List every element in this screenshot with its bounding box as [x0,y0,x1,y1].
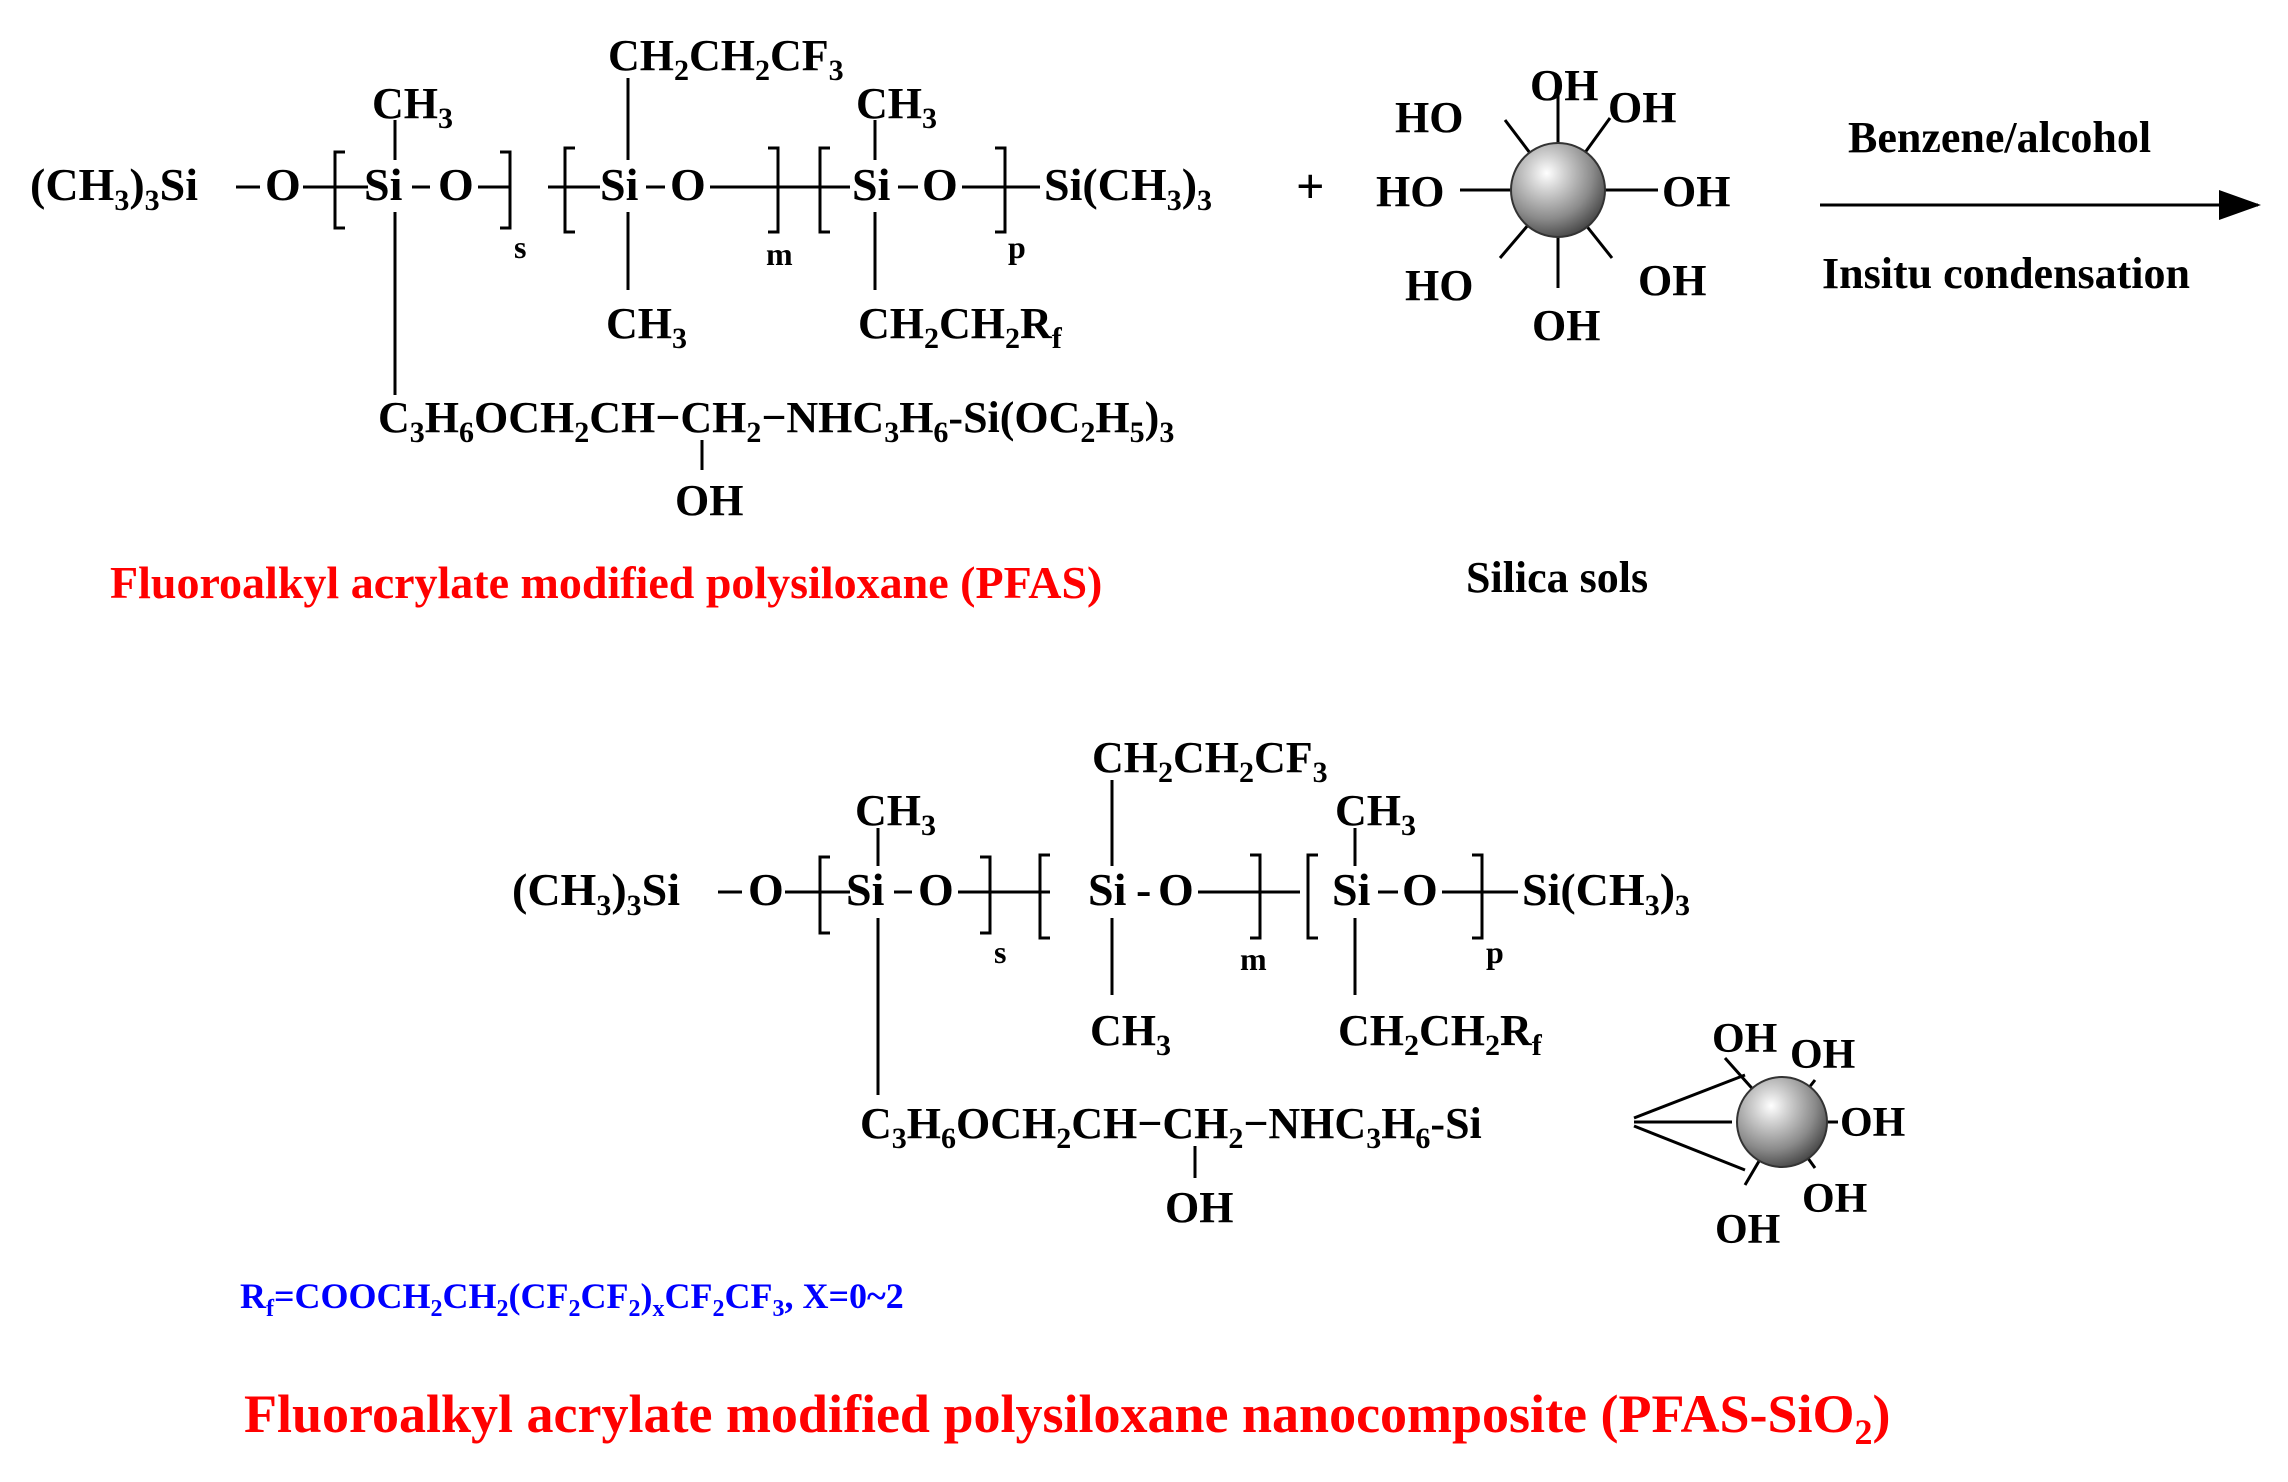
svg-text:m: m [1240,941,1267,977]
product-silica-sphere-icon [1736,1076,1828,1168]
ch3-bottom-2: CH3 [606,299,687,355]
ch3-top-3: CH3 [856,79,937,135]
svg-text:Si: Si [852,159,891,210]
product-right-end: Si(CH3)3 [1522,864,1690,922]
product-caption: Fluoroalkyl acrylate modified polysiloxa… [244,1384,1891,1452]
silica-ho-bottom-left: HO [1405,261,1473,310]
silica-oh-top-right: OH [1608,83,1676,132]
svg-text:Si: Si [1332,864,1371,915]
arrow-top-label: Benzene/alcohol [1848,113,2151,162]
sub-m: m [766,236,793,272]
svg-text:Si: Si [600,159,639,210]
svg-text:O: O [922,159,958,210]
sub-p: p [1008,229,1026,265]
svg-text:Si: Si [846,864,885,915]
svg-text:O: O [265,159,301,210]
svg-text:Si: Si [1088,864,1127,915]
product-rf-chain: CH2CH2Rf [1338,1006,1543,1062]
plus-sign: + [1296,158,1325,214]
svg-text:O: O [1158,864,1194,915]
arrow-bottom-label: Insitu condensation [1822,249,2190,298]
product-ch3-bottom-2: CH3 [1090,1006,1171,1062]
ch3-top-1: CH3 [372,79,453,135]
silica-sphere-icon [1510,142,1606,238]
pfas-caption: Fluoroalkyl acrylate modified polysiloxa… [110,557,1102,608]
sub-s: s [514,229,526,265]
svg-text:O: O [918,864,954,915]
right-end-group: Si(CH3)3 [1044,159,1212,217]
product-left-end: (CH3)3Si [512,864,680,922]
svg-text:O: O [438,159,474,210]
side-oh: OH [675,476,743,525]
silica-ho-left: HO [1376,167,1444,216]
product-oh-4: OH [1802,1176,1867,1222]
svg-text:O: O [1402,864,1438,915]
silica-ho-top-left: HO [1395,93,1463,142]
silica-oh-bottom-right: OH [1638,256,1706,305]
silica-oh-bottom: OH [1532,301,1600,350]
product-side-chain: C3H6OCH2CH−CH2−NHC3H6-Si [860,1099,1482,1155]
left-end-group: (CH3)3Si [30,159,198,217]
top-chain: CH2CH2CF3 [608,31,844,87]
product-top-chain: CH2CH2CF3 [1092,733,1328,789]
product-ch3-top-3: CH3 [1335,786,1416,842]
silica-sol: OH OH OH HO HO OH HO OH Silica sols [1376,61,1730,602]
side-chain: C3H6OCH2CH−CH2−NHC3H6-Si(OC2H5)3 [378,393,1174,449]
reaction-arrow: Benzene/alcohol Insitu condensation [1820,113,2261,298]
rf-definition: Rf=COOCH2CH2(CF2CF2)xCF2CF3, X=0~2 [240,1276,904,1322]
pfas-structure: (CH3)3Si O Si O s CH3 Si O m CH2CH2CF3 C… [30,31,1212,608]
svg-text:-: - [1136,864,1151,915]
rf-chain: CH2CH2Rf [858,299,1063,355]
svg-text:O: O [670,159,706,210]
svg-text:p: p [1486,934,1504,970]
product-oh-5: OH [1715,1207,1780,1253]
svg-text:O: O [748,864,784,915]
product-ch3-top-1: CH3 [855,786,936,842]
svg-text:Si: Si [364,159,403,210]
product-oh-3: OH [1840,1100,1905,1146]
silica-oh-top: OH [1530,61,1598,110]
product-side-oh: OH [1165,1183,1233,1232]
silica-caption: Silica sols [1466,553,1648,602]
product-oh-1: OH [1712,1016,1777,1062]
pfas-sio2-structure: (CH3)3Si O Si O s CH3 Si - O m CH2CH2CF3… [240,733,1905,1452]
product-oh-2: OH [1790,1032,1855,1078]
svg-text:s: s [994,934,1006,970]
silica-oh-right: OH [1662,167,1730,216]
